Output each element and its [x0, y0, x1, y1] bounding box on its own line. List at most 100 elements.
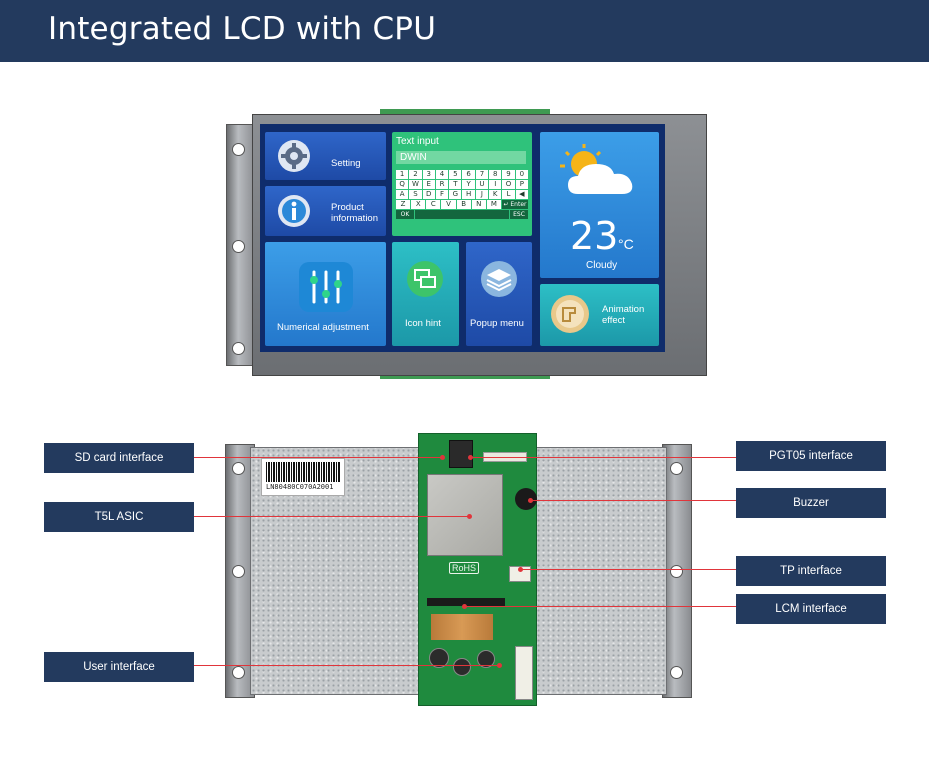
keyboard-key[interactable]: G [449, 190, 462, 199]
keyboard-key[interactable]: E [422, 180, 435, 189]
mount-hole [670, 666, 683, 679]
mount-hole [232, 143, 245, 156]
animation-effect-tile[interactable]: Animation effect [540, 284, 659, 346]
pointer-dot-pgt05 [468, 455, 473, 460]
bottom-connector-strip [380, 373, 550, 379]
mount-hole [232, 342, 245, 355]
ok-key[interactable]: OK [396, 210, 414, 219]
keyboard-key[interactable]: 0 [515, 170, 528, 179]
windows-hint-icon [407, 261, 443, 297]
keyboard-key[interactable]: 6 [462, 170, 475, 179]
pointer-line-sd [194, 457, 442, 458]
keyboard-key[interactable]: Y [462, 180, 475, 189]
keyboard-key[interactable]: N [471, 200, 486, 209]
space-key[interactable] [415, 210, 509, 219]
buzzer [515, 488, 537, 510]
text-input-field[interactable]: DWIN [396, 151, 526, 164]
keyboard-key[interactable]: ◀ [515, 190, 528, 199]
mount-hole [232, 462, 245, 475]
keyboard-key[interactable]: R [435, 180, 449, 189]
keyboard-key[interactable]: 4 [435, 170, 449, 179]
keyboard-key[interactable]: V [441, 200, 456, 209]
keyboard-key[interactable]: 5 [449, 170, 462, 179]
keyboard-key[interactable]: 1 [396, 170, 409, 179]
label-sd-card-interface: SD card interface [44, 443, 194, 473]
numerical-adjustment-label: Numerical adjustment [277, 322, 369, 333]
animation-label-line1: Animation [602, 304, 645, 315]
lcm-connector [427, 598, 505, 606]
popup-menu-label: Popup menu [470, 318, 524, 329]
lcd-screen: Setting Product information Text input D… [260, 124, 665, 352]
keyboard-key[interactable]: L [502, 190, 515, 199]
pointer-dot-user [497, 663, 502, 668]
mount-hole [232, 240, 245, 253]
pointer-line-t5l [194, 516, 469, 517]
icon-hint-tile[interactable]: Icon hint [392, 242, 459, 346]
keyboard-key[interactable]: I [489, 180, 502, 189]
keyboard-key[interactable]: ↵ Enter [501, 200, 528, 209]
keyboard-key[interactable]: M [486, 200, 501, 209]
keyboard-key[interactable]: Q [396, 180, 409, 189]
barcode [266, 462, 340, 482]
pointer-dot-sd [440, 455, 445, 460]
keyboard-key[interactable]: X [411, 200, 426, 209]
setting-tile[interactable]: Setting [265, 132, 386, 180]
pointer-line-lcm [464, 606, 736, 607]
esc-key[interactable]: ESC [510, 210, 528, 219]
page-header: Integrated LCD with CPU [0, 0, 929, 62]
rohs-mark: RoHS [449, 562, 480, 574]
label-user-interface: User interface [44, 652, 194, 682]
keyboard-key[interactable]: J [475, 190, 489, 199]
label-tp-interface: TP interface [736, 556, 886, 586]
keyboard-key[interactable]: W [409, 180, 422, 189]
keyboard-key[interactable]: D [422, 190, 435, 199]
product-info-label-line1: Product [331, 202, 364, 213]
partly-cloudy-icon [560, 144, 633, 194]
gear-icon [278, 140, 310, 172]
keyboard-key[interactable]: C [426, 200, 441, 209]
keyboard-key[interactable]: U [475, 180, 489, 189]
popup-menu-tile[interactable]: Popup menu [466, 242, 532, 346]
pointer-dot-buzzer [528, 498, 533, 503]
keyboard-key[interactable]: K [489, 190, 502, 199]
t5l-asic-chip [427, 474, 503, 556]
pointer-dot-t5l [467, 514, 472, 519]
product-info-label-line2: information [331, 213, 378, 224]
temperature-value: 23 [570, 214, 619, 258]
page-title: Integrated LCD with CPU [48, 11, 437, 47]
keyboard-key[interactable]: S [409, 190, 422, 199]
keyboard-key[interactable]: A [396, 190, 409, 199]
keyboard-key[interactable]: O [502, 180, 515, 189]
keyboard-key[interactable]: H [462, 190, 475, 199]
keyboard-key[interactable]: F [435, 190, 449, 199]
numerical-adjustment-tile[interactable]: Numerical adjustment [265, 242, 386, 346]
mount-hole [670, 462, 683, 475]
mount-hole [670, 565, 683, 578]
animation-label-line2: effect [602, 315, 626, 326]
pointer-line-buzzer [530, 500, 736, 501]
user-interface-connector [515, 646, 533, 700]
sd-card-slot [449, 440, 473, 468]
serial-number: LN80480C070A2001 [266, 483, 334, 491]
keyboard-key[interactable]: Z [396, 200, 411, 209]
product-info-tile[interactable]: Product information [265, 186, 386, 236]
keyboard-key[interactable]: 3 [422, 170, 435, 179]
keyboard-key[interactable]: 2 [409, 170, 422, 179]
label-pgt05-interface: PGT05 interface [736, 441, 886, 471]
keyboard-key[interactable]: T [449, 180, 462, 189]
keyboard-key[interactable]: P [515, 180, 528, 189]
weather-tile: 23 °C Cloudy [540, 132, 659, 278]
sliders-icon [299, 262, 353, 312]
keyboard-key[interactable]: 8 [489, 170, 502, 179]
label-t5l-asic: T5L ASIC [44, 502, 194, 532]
info-icon [278, 195, 310, 227]
keyboard-key[interactable]: 9 [502, 170, 515, 179]
pointer-line-user [194, 665, 499, 666]
keyboard-key[interactable]: 7 [475, 170, 489, 179]
keyboard-key[interactable]: B [456, 200, 471, 209]
capacitor [477, 650, 495, 668]
